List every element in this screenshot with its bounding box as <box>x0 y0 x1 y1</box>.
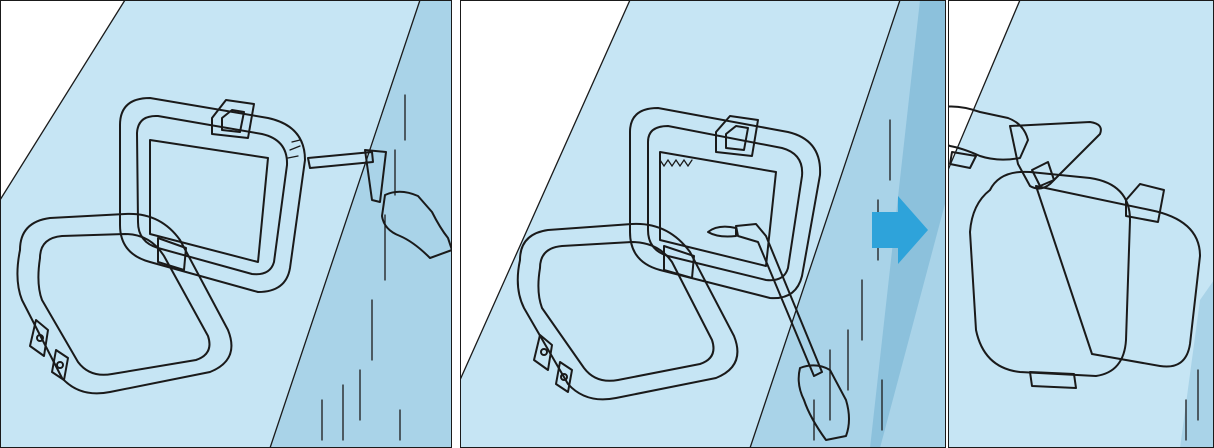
panel-step-3 <box>932 0 1214 448</box>
panel-step-1 <box>0 0 452 448</box>
